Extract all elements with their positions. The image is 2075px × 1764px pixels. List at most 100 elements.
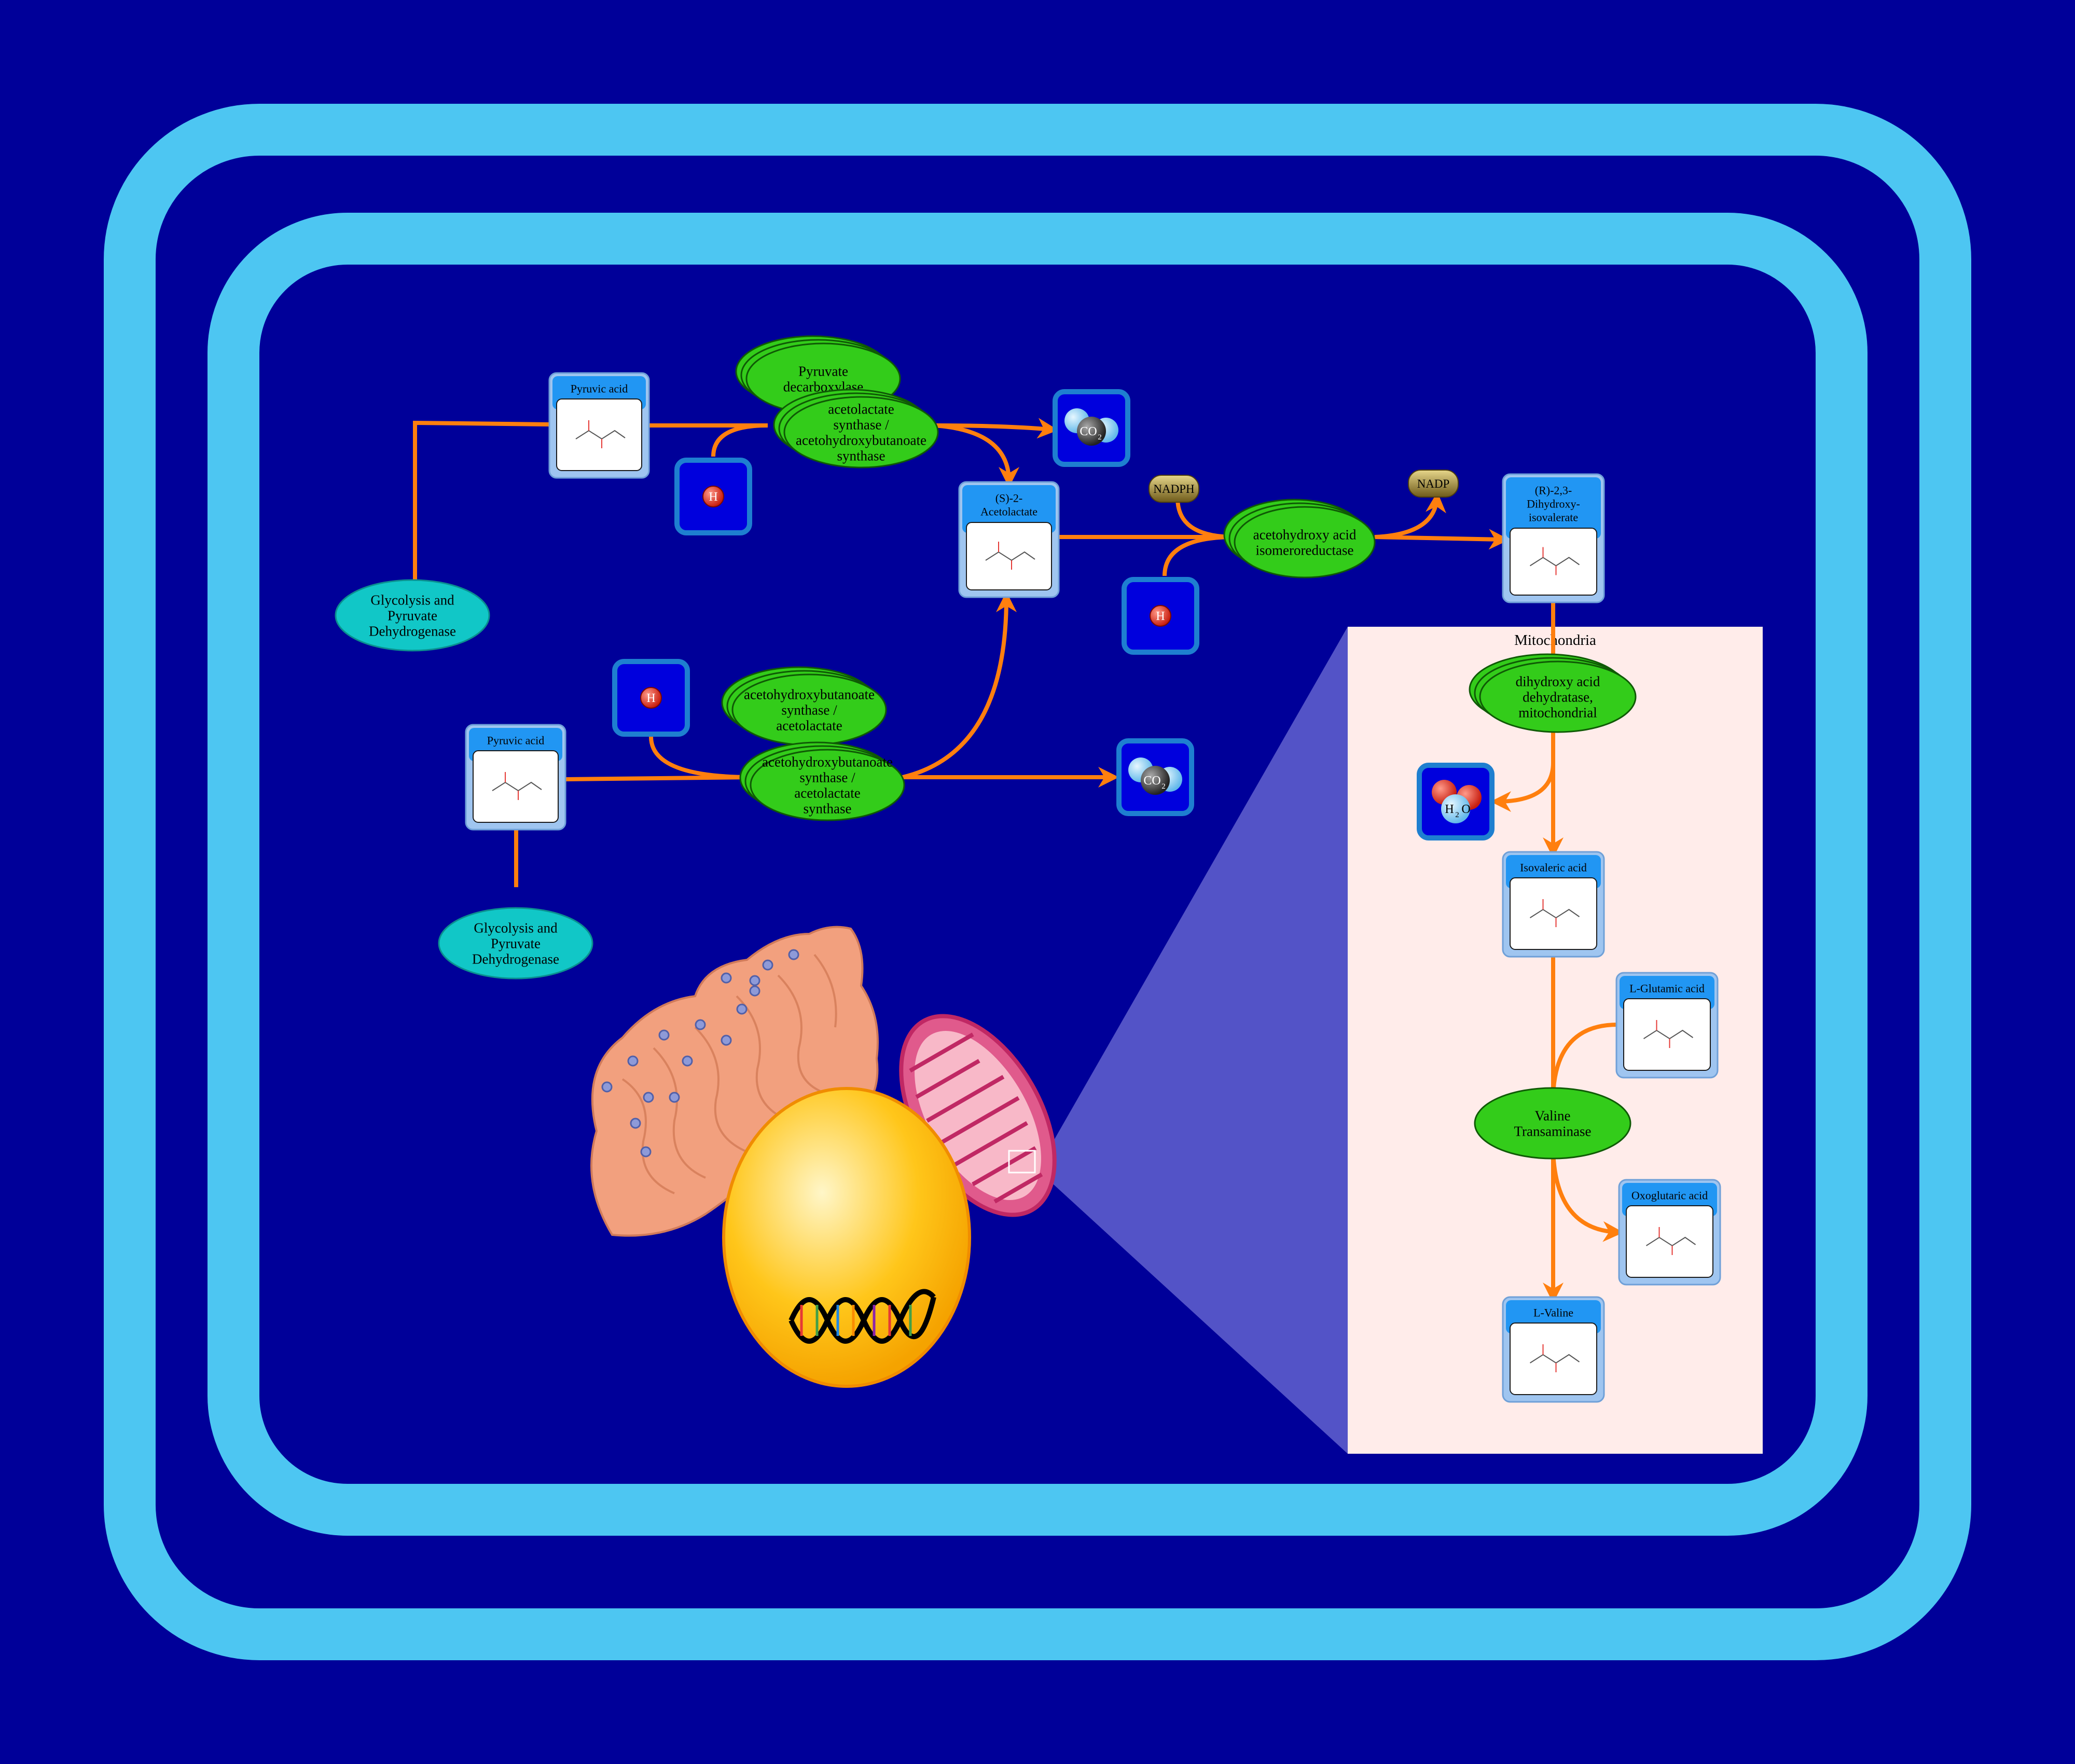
proton-ion[interactable]: H xyxy=(674,458,752,535)
cofactor-nadp[interactable]: NADP xyxy=(1408,470,1459,498)
pathway-nodes: Glycolysis andPyruvateDehydrogenaseGlyco… xyxy=(335,335,1721,1403)
mitochondria-label: Mitochondria xyxy=(1514,632,1596,649)
compound-acetolactate[interactable]: (S)-2-Acetolactate xyxy=(958,481,1060,598)
compound-l-glutamic-acid[interactable]: L-Glutamic acid xyxy=(1615,972,1719,1079)
compound-l-valine[interactable]: L-Valine xyxy=(1502,1296,1605,1403)
enzyme-label-line: acetolactate xyxy=(776,718,842,733)
enzyme-ellipse xyxy=(1474,1087,1631,1160)
compound-header xyxy=(962,485,1056,533)
edge-enzyme-acetolactate xyxy=(933,423,1019,488)
enzyme-label-line: acetohydroxy acid xyxy=(1253,527,1357,542)
water-oxygen-label: O xyxy=(1461,803,1470,816)
enzyme-label-line: acetohydroxybutanoate xyxy=(796,432,926,448)
proton-label: H xyxy=(709,490,717,504)
compound-structure-box xyxy=(556,398,642,471)
compound-dihydroxy-isovalerate[interactable]: (R)-2,3-Dihydroxy-isovalerate xyxy=(1502,473,1605,603)
enzyme-label-line: synthase / xyxy=(799,769,855,785)
compound-structure-box xyxy=(473,750,559,823)
water-label: H xyxy=(1445,803,1454,816)
inner-cell-membrane xyxy=(208,213,1868,1536)
enzyme-label-line: Transaminase xyxy=(1514,1123,1592,1139)
edge-enzyme-acetolactate-lower xyxy=(902,591,1017,779)
edge-proton-enzyme-lower xyxy=(649,736,753,779)
compound-pyruvic-acid-1[interactable]: Pyruvic acid xyxy=(548,372,650,479)
reaction-edges xyxy=(413,418,1624,1303)
edge-glutamic-transaminase xyxy=(1551,1023,1618,1095)
enzyme-label-line: dihydroxy acid xyxy=(1516,673,1600,689)
proton-ion[interactable]: H xyxy=(612,659,690,737)
carbon-atom-icon xyxy=(1077,417,1106,446)
proton-label: H xyxy=(1156,610,1165,623)
compound-label-line: Isovaleric acid xyxy=(1520,861,1587,874)
edge-glycolysis1-pyruvic1 xyxy=(413,420,549,580)
pathway-label-line: Dehydrogenase xyxy=(369,623,456,639)
proton-icon xyxy=(1150,605,1171,627)
compound-structure-box xyxy=(1510,877,1597,950)
cofactor-pill xyxy=(1408,470,1459,498)
compound-header xyxy=(1506,477,1601,539)
compound-label-line: isovalerate xyxy=(1529,511,1578,524)
compound-isovaleric-acid[interactable]: Isovaleric acid xyxy=(1502,851,1605,958)
compound-label-line: L-Glutamic acid xyxy=(1629,982,1705,995)
cofactor-label: NADPH xyxy=(1153,483,1194,495)
proton-icon xyxy=(702,486,724,507)
pathway-ellipse xyxy=(438,907,593,980)
enzyme-label-line: synthase xyxy=(804,801,852,816)
enzyme-label-line: acetolactate xyxy=(828,401,894,417)
carbon-atom-icon xyxy=(1141,766,1170,795)
hydrogen-atom-icon xyxy=(1441,794,1470,823)
edge-proton-isomeroreductase xyxy=(1163,535,1235,576)
enzyme-label-line: isomeroreductase xyxy=(1256,542,1354,558)
dna-icon xyxy=(789,1289,936,1344)
edge-dehydratase-water xyxy=(1490,762,1555,812)
co2-label: CO xyxy=(1143,774,1160,788)
compound-label-line: Acetolactate xyxy=(980,505,1038,518)
co2-subscript: 2 xyxy=(1098,433,1102,442)
edge-isomeroreductase-dihydroxy xyxy=(1374,529,1510,550)
compound-label-line: L-Valine xyxy=(1533,1306,1573,1319)
enzyme-label-line: Valine xyxy=(1535,1108,1571,1123)
pathway-label-line: Pyruvate xyxy=(388,608,437,623)
edge-proton-enzyme xyxy=(711,423,768,457)
pathway-label-line: Pyruvate xyxy=(491,935,541,951)
compound-label-line: Pyruvic acid xyxy=(487,734,545,747)
compound-label-line: (S)-2- xyxy=(995,492,1023,505)
compound-structure-box xyxy=(1510,1322,1597,1395)
pathway-label-line: Glycolysis and xyxy=(370,592,454,608)
proton-icon xyxy=(640,687,662,709)
cofactor-pill xyxy=(1149,475,1199,503)
compound-label-line: Dihydroxy- xyxy=(1527,498,1580,511)
enzyme-ellipse xyxy=(1479,660,1637,733)
cofactor-nadph[interactable]: NADPH xyxy=(1149,475,1199,503)
compound-oxoglutaric-acid[interactable]: Oxoglutaric acid xyxy=(1618,1179,1721,1286)
pathway-ellipse xyxy=(335,579,490,652)
pathway-label-line: Glycolysis and xyxy=(474,920,558,935)
proton-ion[interactable]: H xyxy=(1122,577,1199,655)
compound-structure-box xyxy=(966,522,1052,590)
enzyme-ellipse xyxy=(783,396,939,468)
compound-structure-box xyxy=(1623,998,1711,1071)
compound-pyruvic-acid-2[interactable]: Pyruvic acid xyxy=(465,724,566,831)
compound-label-line: Oxoglutaric acid xyxy=(1631,1189,1708,1202)
enzyme-ellipse xyxy=(1234,506,1376,578)
proton-label: H xyxy=(646,692,655,705)
enzyme-label-line: mitochondrial xyxy=(1518,705,1597,720)
enzyme-label-line: acetohydroxybutanoate xyxy=(744,686,875,702)
compound-label-line: (R)-2,3- xyxy=(1535,484,1572,497)
co2-label: CO xyxy=(1080,425,1097,438)
co2-subscript: 2 xyxy=(1161,782,1166,791)
nucleus-illustration xyxy=(722,1087,971,1388)
enzyme-label-line: synthase / xyxy=(833,417,889,432)
